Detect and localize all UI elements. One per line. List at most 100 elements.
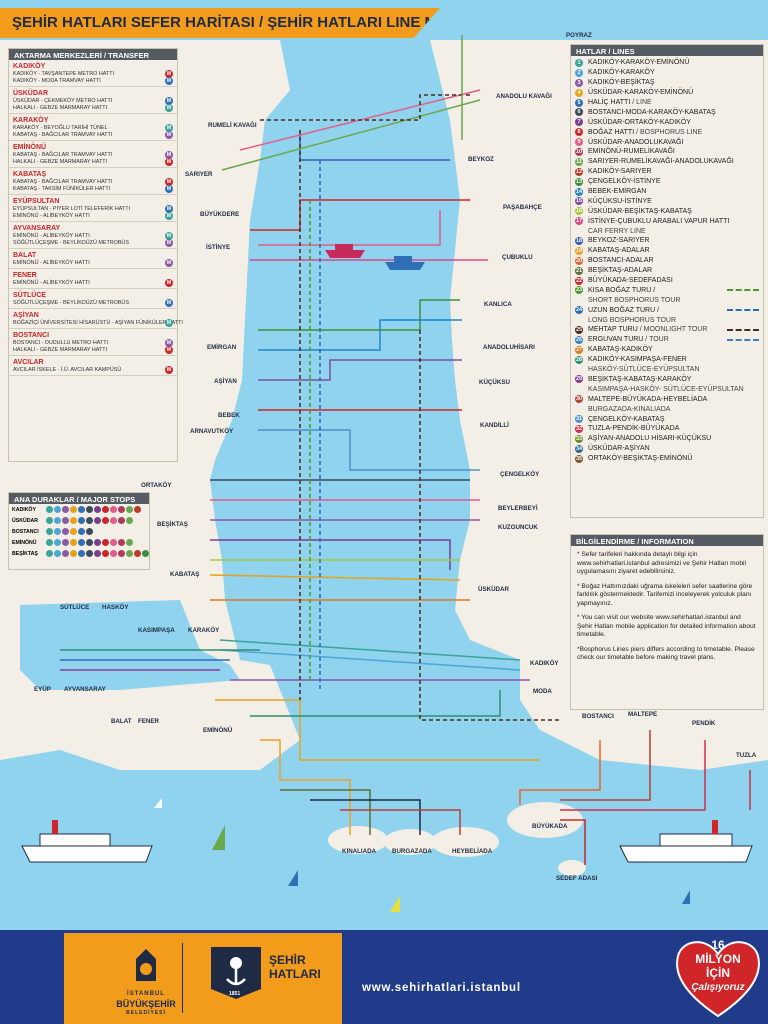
website-link[interactable]: www.sehirhatlari.istanbul bbox=[362, 982, 521, 994]
pier-uskudar[interactable]: ÜSKÜDAR bbox=[478, 586, 509, 593]
pier-eminonu[interactable]: EMİNÖNÜ bbox=[203, 727, 233, 734]
pier-kandilli[interactable]: KANDİLLİ bbox=[480, 422, 509, 429]
pier-tuzla[interactable]: TUZLA bbox=[736, 752, 757, 759]
line-dot bbox=[102, 539, 109, 546]
pier-sedefadasi[interactable]: SEDEF ADASI bbox=[556, 875, 598, 882]
pier-balat[interactable]: BALAT bbox=[111, 718, 132, 725]
pier-eyup[interactable]: EYÜP bbox=[34, 686, 51, 693]
pier-karakoy[interactable]: KARAKÖY bbox=[188, 627, 220, 634]
pier-anadoluhisari[interactable]: ANADOLUHİSARI bbox=[483, 344, 535, 351]
pier-asiyan[interactable]: AŞİYAN bbox=[214, 378, 237, 385]
pier-besiktas[interactable]: BEŞİKTAŞ bbox=[157, 521, 188, 528]
pier-bostanci[interactable]: BOSTANCI bbox=[582, 713, 614, 720]
pier-ortakoy[interactable]: ORTAKÖY bbox=[141, 482, 172, 489]
pier-kinaliada[interactable]: KINALIADA bbox=[342, 848, 377, 855]
pier-kanlica[interactable]: KANLICA bbox=[484, 301, 512, 308]
major-stop-row[interactable]: BEŞİKTAŞ bbox=[9, 548, 149, 559]
pier-istinye[interactable]: İSTİNYE bbox=[206, 244, 231, 251]
pier-rumelikavagi[interactable]: RUMELİ KAVAĞI bbox=[208, 122, 257, 129]
pier-poyraz[interactable]: POYRAZ bbox=[566, 32, 592, 39]
pier-moda[interactable]: MODA bbox=[533, 688, 552, 695]
major-stop-row[interactable]: KADIKÖY bbox=[9, 504, 149, 515]
pier-cengelkoy[interactable]: ÇENGELKÖY bbox=[500, 471, 540, 478]
pier-maltepe[interactable]: MALTEPE bbox=[628, 711, 658, 718]
pier-kabatas[interactable]: KABATAŞ bbox=[170, 571, 200, 578]
major-stop-name: ÜSKÜDAR bbox=[12, 517, 38, 524]
pier-buyukada[interactable]: BÜYÜKADA bbox=[532, 823, 568, 830]
pier-haskoy[interactable]: HASKÖY bbox=[102, 604, 129, 611]
pier-anadolukavagi[interactable]: ANADOLU KAVAĞI bbox=[496, 93, 552, 100]
pier-kasimpasa[interactable]: KASIMPAŞA bbox=[138, 627, 175, 634]
pier-cubuklu[interactable]: ÇUBUKLU bbox=[502, 254, 533, 261]
pier-bebek[interactable]: BEBEK bbox=[218, 412, 240, 419]
pier-beylerbeyi[interactable]: BEYLERBEYİ bbox=[498, 505, 538, 512]
pier-pendik[interactable]: PENDİK bbox=[692, 720, 716, 727]
pier-fener[interactable]: FENER bbox=[138, 718, 159, 725]
pier-kuzguncuk[interactable]: KUZGUNCUK bbox=[498, 524, 538, 531]
pier-burgazada[interactable]: BURGAZADA bbox=[392, 848, 432, 855]
pier-arnavutkoy[interactable]: ARNAVUTKÖY bbox=[190, 428, 234, 435]
pier-beykoz[interactable]: BEYKOZ bbox=[468, 156, 494, 163]
major-stop-row[interactable]: EMİNÖNÜ bbox=[9, 537, 149, 548]
major-stop-row[interactable]: BOSTANCI bbox=[9, 526, 149, 537]
pier-sariyer[interactable]: SARIYER bbox=[185, 171, 213, 178]
pier-sutluce[interactable]: SÜTLÜCE bbox=[60, 604, 90, 611]
major-stop-row[interactable]: ÜSKÜDAR bbox=[9, 515, 149, 526]
pier-kucuksu[interactable]: KÜÇÜKSU bbox=[479, 379, 510, 386]
pier-buyukdere[interactable]: BÜYÜKDERE bbox=[200, 211, 240, 218]
pier-emirgan[interactable]: EMİRGAN bbox=[207, 344, 237, 351]
pier-ayvansaray[interactable]: AYVANSARAY bbox=[64, 686, 106, 693]
pier-pasabahce[interactable]: PAŞABAHÇE bbox=[503, 204, 542, 211]
pier-kadikoy[interactable]: KADIKÖY bbox=[530, 660, 559, 667]
pier-heybeliada[interactable]: HEYBELİADA bbox=[452, 848, 493, 855]
